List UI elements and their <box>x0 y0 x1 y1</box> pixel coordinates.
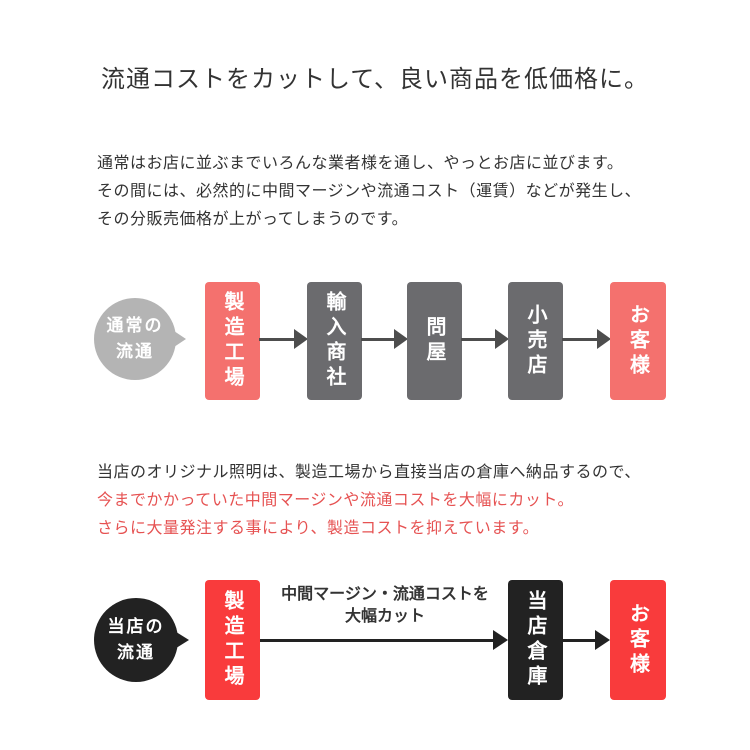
bubble-tail-icon <box>171 329 186 349</box>
page-title: 流通コストをカットして、良い商品を低価格に。 <box>100 66 650 93</box>
arrow-head <box>597 329 611 349</box>
flow-step-importer: 輸入商社 <box>307 282 362 400</box>
arrow-shaft <box>259 337 294 341</box>
our-flow-step-warehouse-label: 当店倉庫 <box>524 590 546 690</box>
our-flow-step-factory: 製造工場 <box>205 580 260 700</box>
normal-flow-bubble: 通常の 流通 <box>94 298 176 380</box>
arrow-head <box>495 329 509 349</box>
our-flow-bubble: 当店の 流通 <box>94 598 178 682</box>
arrow-shaft <box>562 638 595 642</box>
arrow-head <box>493 630 508 650</box>
our-flow-bubble-label-line2: 流通 <box>117 643 155 662</box>
intro-line-3: その分販売価格が上がってしまうのです。 <box>97 211 409 228</box>
arrow-head <box>394 329 408 349</box>
arrow-shaft <box>361 337 394 341</box>
arrow-right-icon <box>562 329 611 349</box>
arrow-right-icon <box>361 329 408 349</box>
description-paragraph: 当店のオリジナル照明は、製造工場から直接当店の倉庫へ納品するので、 今までかかっ… <box>97 459 641 543</box>
flow-step-wholesaler: 問屋 <box>407 282 462 400</box>
flow-step-customer-label: お客様 <box>626 303 649 379</box>
flow-step-factory: 製造工場 <box>205 282 260 400</box>
intro-line-2: その間には、必然的に中間マージンや流通コスト（運賃）などが発生し、 <box>97 183 642 200</box>
description-line-2: 今までかかっていた中間マージンや流通コストを大幅にカット。 <box>97 492 575 509</box>
cost-cut-label-line1: 中間マージン・流通コストを <box>281 586 489 603</box>
flow-step-retailer: 小売店 <box>508 282 563 400</box>
normal-flow-bubble-label-line1: 通常の <box>106 315 164 335</box>
flow-step-customer: お客様 <box>610 282 666 400</box>
our-flow-bubble-label-line1: 当店の <box>107 616 165 636</box>
intro-line-1: 通常はお店に並ぶまでいろんな業者様を通し、やっとお店に並びます。 <box>97 155 624 172</box>
cost-cut-label-line2: 大幅カット <box>344 608 425 625</box>
flow-step-importer-label: 輸入商社 <box>323 291 345 391</box>
arrow-shaft <box>461 337 495 341</box>
arrow-right-icon <box>260 630 508 650</box>
our-flow-step-factory-label: 製造工場 <box>221 590 243 690</box>
normal-flow-bubble-label-line2: 流通 <box>116 342 154 361</box>
arrow-right-icon <box>461 329 509 349</box>
arrow-head <box>595 630 610 650</box>
our-flow-step-customer-label: お客様 <box>626 602 649 678</box>
arrow-head <box>294 329 308 349</box>
description-line-1: 当店のオリジナル照明は、製造工場から直接当店の倉庫へ納品するので、 <box>97 464 641 481</box>
flow-step-retailer-label: 小売店 <box>524 303 546 379</box>
arrow-shaft <box>562 337 597 341</box>
our-flow-step-customer: お客様 <box>610 580 666 700</box>
our-flow-step-warehouse: 当店倉庫 <box>508 580 563 700</box>
arrow-right-icon <box>259 329 308 349</box>
flow-step-wholesaler-label: 問屋 <box>423 316 445 366</box>
arrow-right-icon <box>562 630 610 650</box>
our-distribution-flow: 当店の 流通 製造工場 中間マージン・流通コストを 大幅カット 当店倉庫 お客様 <box>0 580 750 700</box>
flow-step-factory-label: 製造工場 <box>221 291 243 391</box>
intro-paragraph: 通常はお店に並ぶまでいろんな業者様を通し、やっとお店に並びます。 その間には、必… <box>97 150 641 234</box>
arrow-shaft <box>260 638 493 642</box>
cost-cut-label: 中間マージン・流通コストを 大幅カット <box>250 584 520 628</box>
description-line-3: さらに大量発注する事により、製造コストを抑えています。 <box>97 520 540 537</box>
bubble-tail-icon <box>173 630 189 650</box>
normal-distribution-flow: 通常の 流通 製造工場 輸入商社 問屋 小売店 <box>0 282 750 400</box>
